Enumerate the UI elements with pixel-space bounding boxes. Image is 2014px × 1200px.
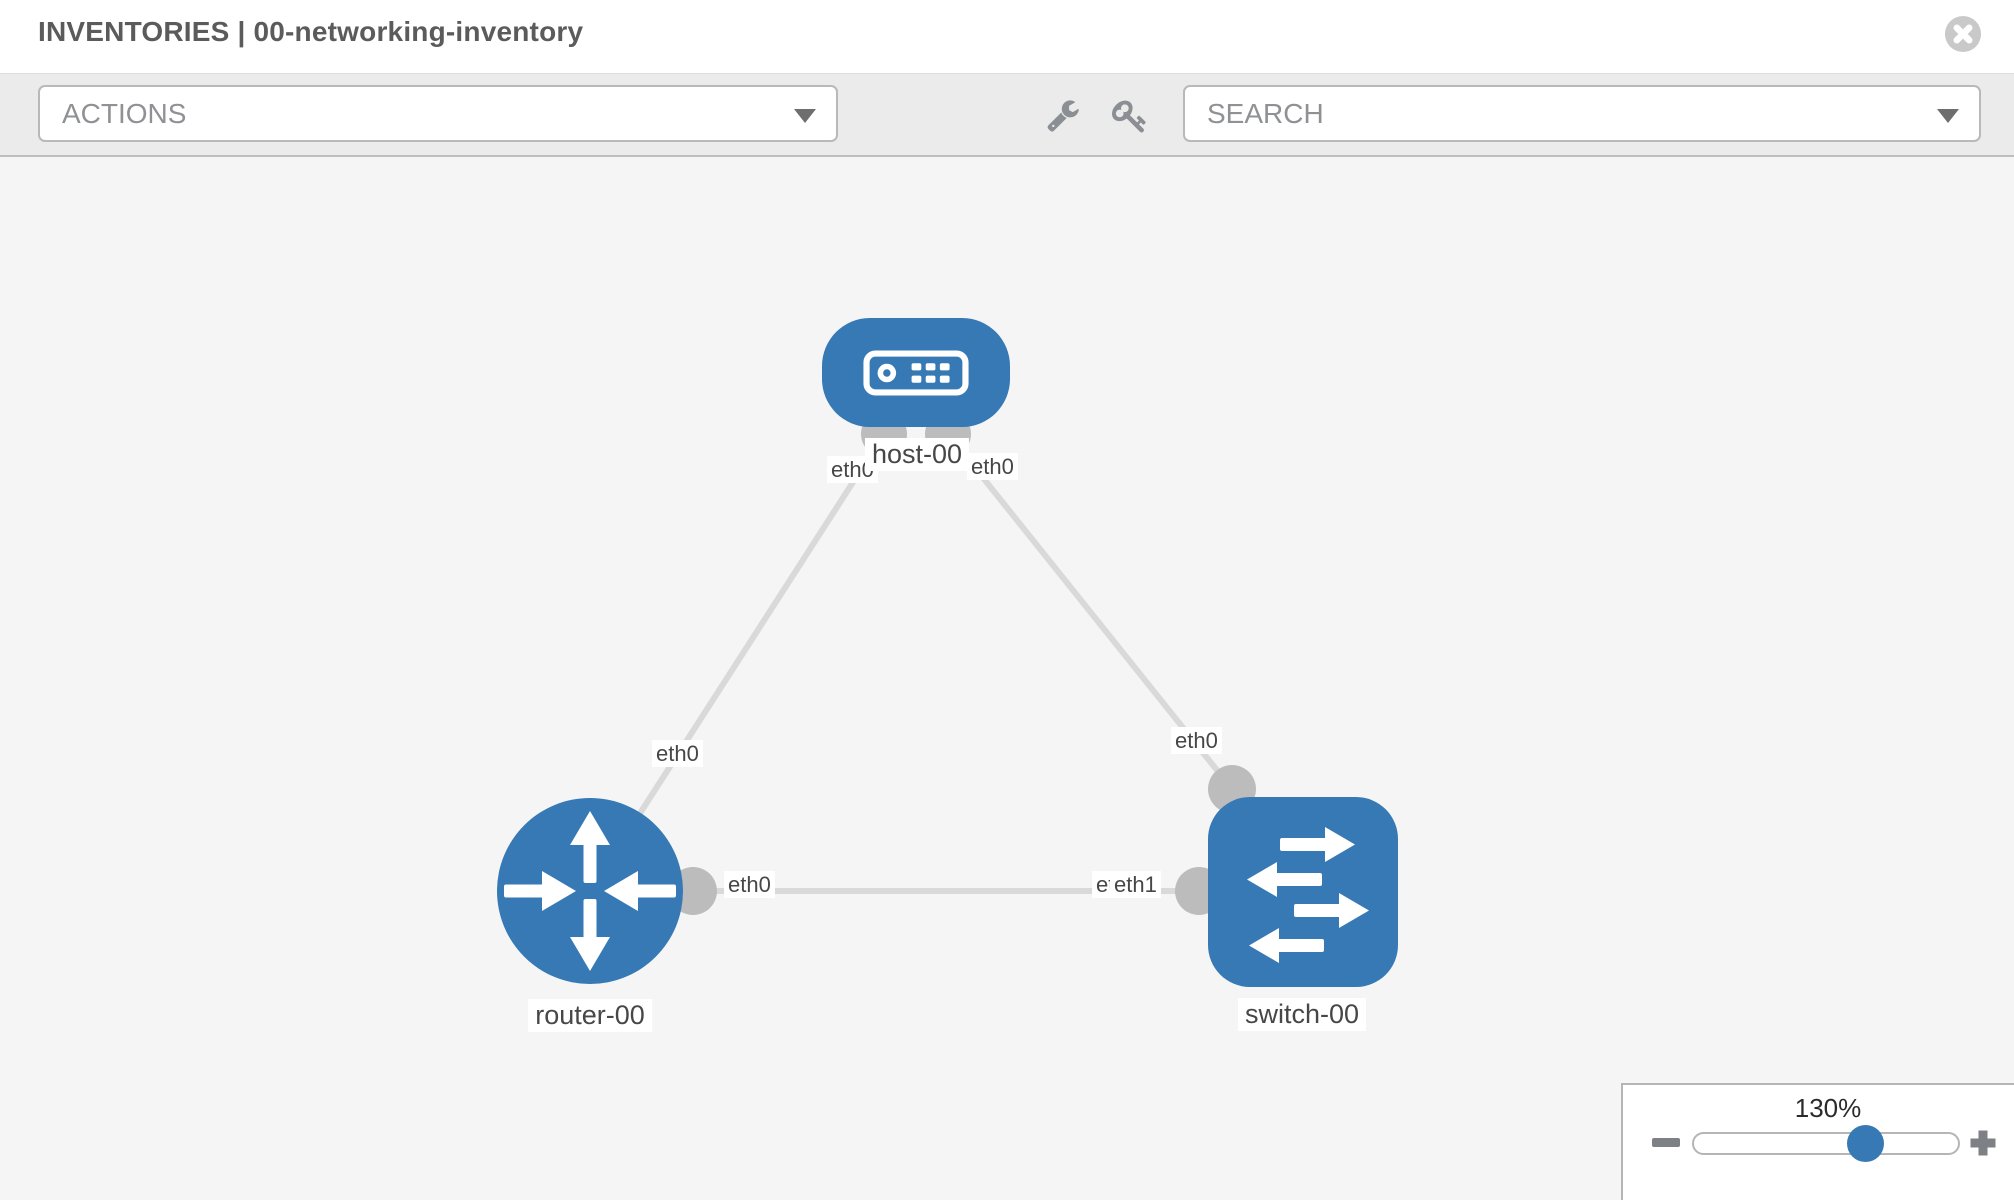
node-host-00[interactable] bbox=[822, 318, 1010, 427]
node-switch-00[interactable] bbox=[1208, 797, 1398, 987]
iface-label-link-host-router: eth0 bbox=[652, 740, 703, 767]
switch-icon bbox=[1247, 827, 1369, 963]
search-dropdown-label: SEARCH bbox=[1207, 97, 1324, 129]
search-dropdown[interactable]: SEARCH bbox=[1183, 85, 1981, 142]
zoom-slider-track[interactable] bbox=[1692, 1132, 1960, 1155]
zoom-in-button[interactable] bbox=[1968, 1128, 1998, 1163]
header: INVENTORIES | 00-networking-inventory bbox=[0, 0, 2014, 73]
node-label-router-00: router-00 bbox=[528, 999, 652, 1032]
close-icon bbox=[1944, 15, 1982, 53]
iface-label-switch-eth1: eth1 bbox=[1110, 871, 1161, 898]
page-title: INVENTORIES | 00-networking-inventory bbox=[38, 16, 584, 47]
zoom-slider-thumb[interactable] bbox=[1847, 1125, 1884, 1162]
actions-dropdown-label: ACTIONS bbox=[62, 97, 187, 129]
iface-label-router-eth0: eth0 bbox=[724, 871, 775, 898]
iface-label-link-host-switch: eth0 bbox=[1171, 727, 1222, 754]
wrench-icon bbox=[1047, 100, 1079, 132]
caret-down-icon bbox=[794, 109, 816, 123]
iface-label-host-eth0-right: eth0 bbox=[967, 453, 1018, 480]
node-router-00[interactable] bbox=[497, 798, 683, 984]
zoom-out-button[interactable] bbox=[1652, 1138, 1680, 1147]
caret-down-icon bbox=[1937, 109, 1959, 123]
plus-icon bbox=[1970, 1130, 1996, 1156]
close-button[interactable] bbox=[1944, 15, 1982, 53]
node-label-host-00: host-00 bbox=[864, 438, 970, 471]
zoom-level: 130% bbox=[1794, 1093, 1862, 1123]
configure-button[interactable] bbox=[1046, 98, 1080, 137]
router-icon bbox=[504, 811, 676, 971]
actions-dropdown[interactable]: ACTIONS bbox=[38, 85, 838, 142]
zoom-panel: 130% bbox=[1621, 1083, 2014, 1200]
credentials-button[interactable] bbox=[1112, 98, 1148, 139]
key-icon bbox=[1112, 100, 1146, 133]
toolbar: ACTIONS SEARCH bbox=[0, 73, 2014, 157]
topology-canvas[interactable]: eth0 eth0 eth0 eth0 eth0 eth0 eth1 host-… bbox=[0, 157, 2014, 1200]
links-layer bbox=[587, 411, 1302, 915]
host-icon bbox=[863, 349, 969, 396]
node-label-switch-00: switch-00 bbox=[1237, 998, 1367, 1031]
